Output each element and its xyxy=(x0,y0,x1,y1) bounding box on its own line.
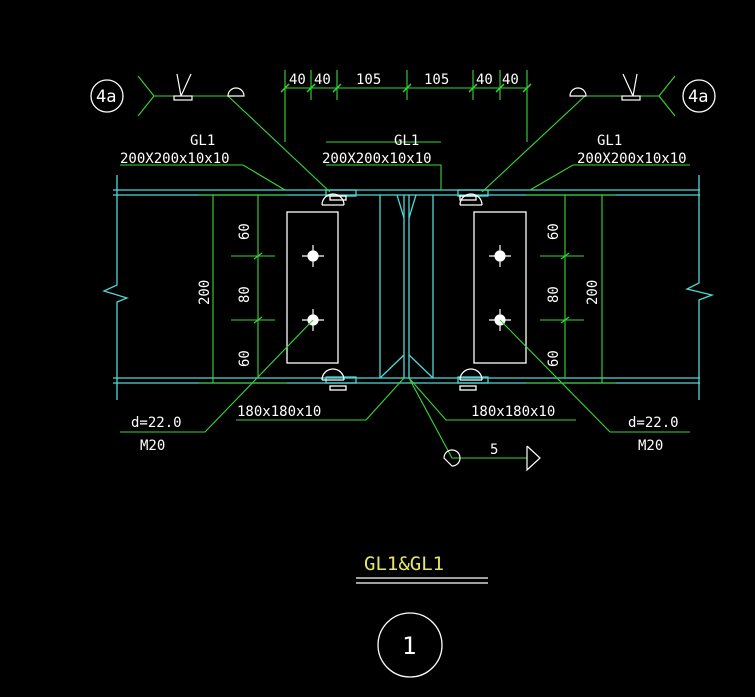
dim-top-3: 105 xyxy=(356,72,381,88)
right-shear-plate xyxy=(473,211,527,364)
bolt-icon xyxy=(489,245,511,267)
connection-plates xyxy=(286,193,527,391)
dim-right-b: 80 xyxy=(546,286,562,303)
stiffener-right: 180x180x10 xyxy=(471,404,555,420)
dimension-lines xyxy=(120,70,690,459)
dim-left-b: 80 xyxy=(237,286,253,303)
bolt-icon xyxy=(302,245,324,267)
bolt-left-hole: d=22.0 xyxy=(131,415,182,431)
sheet-number-circle xyxy=(377,612,443,678)
dim-right-a: 60 xyxy=(546,223,562,240)
dim-left-c: 60 xyxy=(237,350,253,367)
dim-top-5: 40 xyxy=(476,72,493,88)
beam-left-size: 200X200x10x10 xyxy=(120,151,230,167)
weld-arc xyxy=(321,193,345,206)
bolts xyxy=(302,245,511,331)
title-underline xyxy=(356,577,488,584)
detail-tag-left-icon xyxy=(90,79,124,113)
detail-tag-right-icon xyxy=(682,79,716,113)
weld-flags xyxy=(173,73,641,472)
detail-tag-left-label: 4a xyxy=(96,87,116,107)
detail-tag-right-label: 4a xyxy=(688,87,708,107)
beam-right-name: GL1 xyxy=(597,133,622,149)
weld-arc xyxy=(459,368,483,381)
steel-structure xyxy=(102,175,715,400)
labels: 40 40 105 105 40 40 4a 4a GL1 200X200x10… xyxy=(96,72,708,575)
dim-right-c: 60 xyxy=(546,350,562,367)
bolt-right-spec: M20 xyxy=(638,438,663,454)
beam-mid-size: 200X200x10x10 xyxy=(322,151,432,167)
beam-left-name: GL1 xyxy=(190,133,215,149)
dim-top-1: 40 xyxy=(289,72,306,88)
dim-left-a: 60 xyxy=(237,223,253,240)
beam-right-size: 200X200x10x10 xyxy=(577,151,687,167)
sheet-number: 1 xyxy=(402,632,416,660)
weld-size: 5 xyxy=(490,442,498,458)
left-shear-plate xyxy=(286,211,339,364)
dim-top-2: 40 xyxy=(314,72,331,88)
stiffener-left: 180x180x10 xyxy=(237,404,321,420)
weld-arc xyxy=(459,193,483,206)
detail-tags xyxy=(90,79,716,113)
dim-left-total: 200 xyxy=(197,280,213,305)
dim-top-6: 40 xyxy=(502,72,519,88)
bolt-right-hole: d=22.0 xyxy=(628,415,679,431)
weld-arc xyxy=(321,368,345,381)
drawing-title: GL1&GL1 xyxy=(364,553,444,575)
bolt-left-spec: M20 xyxy=(140,438,165,454)
dim-right-total: 200 xyxy=(585,280,601,305)
dim-top-4: 105 xyxy=(424,72,449,88)
beam-mid-name: GL1 xyxy=(394,133,419,149)
